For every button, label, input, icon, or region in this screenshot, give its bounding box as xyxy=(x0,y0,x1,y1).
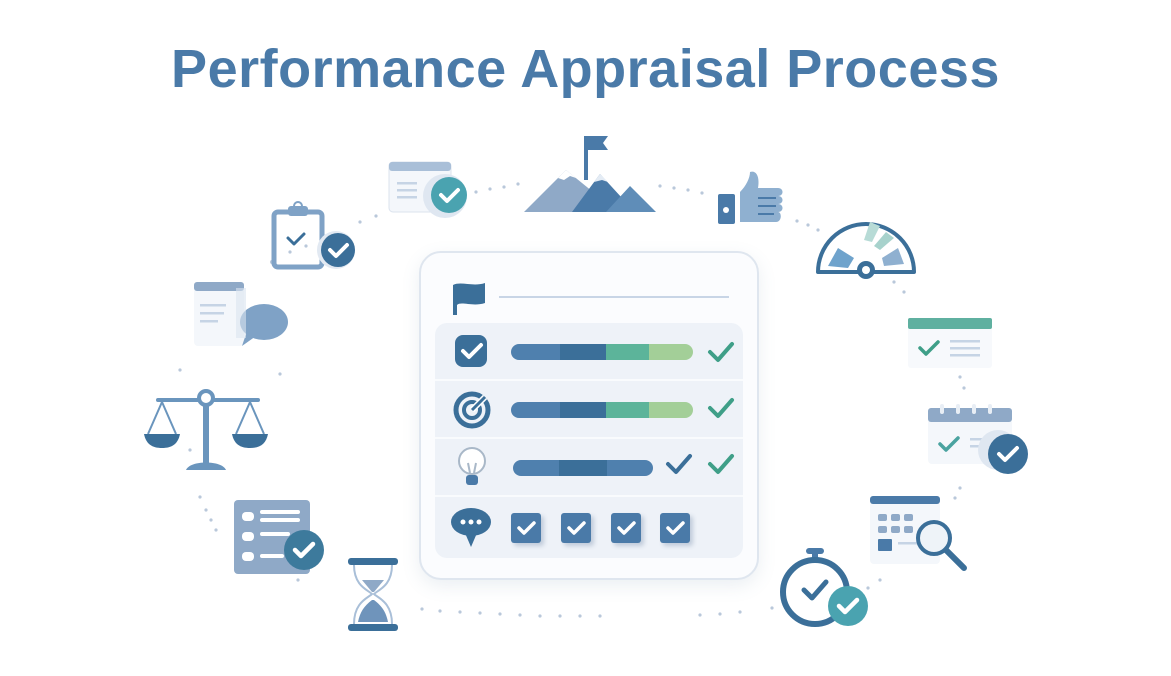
card-header xyxy=(449,281,735,317)
chat-bubble-icon xyxy=(449,505,495,556)
document-check-icon xyxy=(387,158,471,220)
thumbs-up-icon xyxy=(716,170,788,226)
calendar-search-icon xyxy=(866,492,970,576)
criteria-list xyxy=(435,323,743,558)
document-chat-icon xyxy=(192,280,292,350)
calendar-check-icon xyxy=(924,400,1032,476)
appraisal-form-card xyxy=(419,251,759,580)
stopwatch-check-icon xyxy=(774,544,872,634)
target-icon xyxy=(453,391,493,434)
check-green-icon xyxy=(707,341,735,368)
checkbox-checked[interactable] xyxy=(660,513,690,543)
title-placeholder-line xyxy=(499,296,729,298)
checkbox-badge-icon xyxy=(453,333,493,374)
progress-bar xyxy=(511,344,693,360)
check-green-icon xyxy=(707,453,735,480)
flag-icon xyxy=(449,281,489,322)
progress-bar xyxy=(513,460,653,476)
checkbox-checked[interactable] xyxy=(511,513,541,543)
page-title: Performance Appraisal Process xyxy=(171,39,1000,99)
balance-scale-icon xyxy=(142,386,274,472)
form-check-icon xyxy=(232,498,326,576)
gauge-icon xyxy=(814,218,918,280)
checkbox-checked[interactable] xyxy=(561,513,591,543)
lightbulb-icon xyxy=(455,445,491,496)
checkbox-checked[interactable] xyxy=(611,513,641,543)
checklist-card-icon xyxy=(906,316,994,372)
progress-bar xyxy=(511,402,693,418)
hourglass-icon xyxy=(346,556,400,634)
check-blue-icon xyxy=(665,453,693,480)
criteria-row xyxy=(435,439,743,497)
criteria-row xyxy=(435,381,743,439)
check-green-icon xyxy=(707,397,735,424)
criteria-row xyxy=(435,497,743,553)
mountain-flag-icon xyxy=(522,132,658,216)
criteria-row xyxy=(435,323,743,381)
clipboard-check-icon xyxy=(270,200,360,272)
